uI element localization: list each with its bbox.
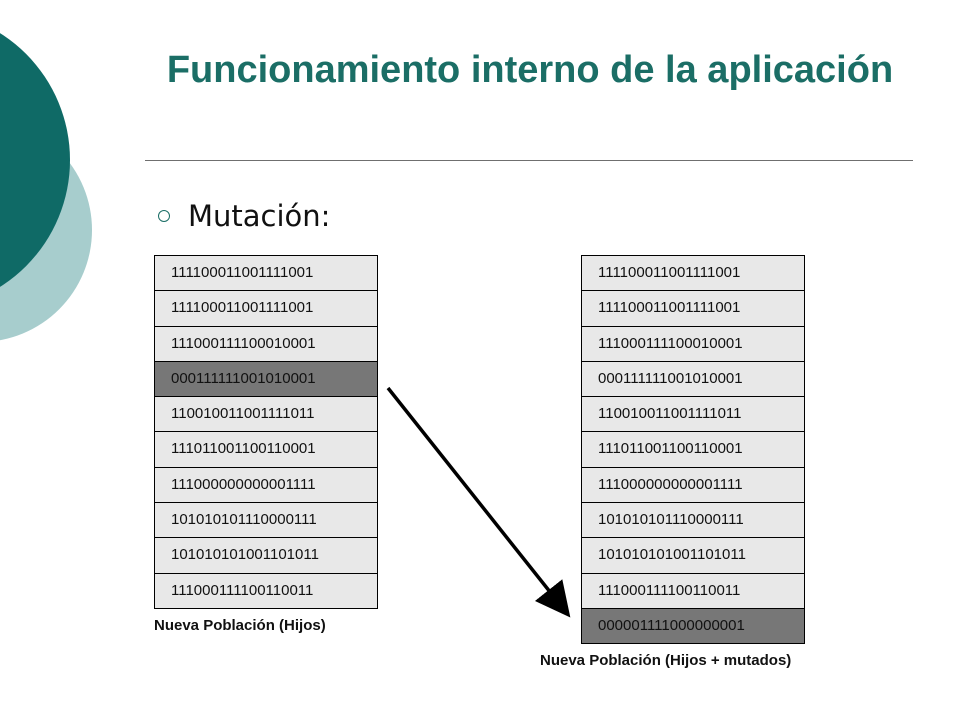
- table-row-highlighted: 000001111000000001: [582, 608, 804, 644]
- deco-circle-dark: [0, 33, 70, 287]
- table-row: 101010101001101011: [155, 538, 377, 573]
- table-row: 111000000000001111: [155, 467, 377, 503]
- table-row: 111100011001111001: [582, 291, 804, 326]
- table-row: 111000000000001111: [582, 467, 804, 503]
- title-divider: [145, 160, 913, 161]
- circle-bullet-icon: [158, 210, 170, 222]
- right-table-caption: Nueva Población (Hijos + mutados): [540, 652, 792, 669]
- table-row: 111000111100110011: [155, 573, 377, 608]
- table-row: 110010011001111011: [155, 397, 377, 432]
- table-row: 111100011001111001: [155, 256, 377, 291]
- left-table-caption: Nueva Población (Hijos): [154, 617, 326, 634]
- table-row: 111000111100010001: [582, 326, 804, 361]
- bullet-item: Mutación:: [158, 196, 330, 236]
- table-row-highlighted: 000111111001010001: [155, 361, 377, 397]
- table-row: 110010011001111011: [582, 397, 804, 432]
- table-row: 111100011001111001: [582, 256, 804, 291]
- table-row: 111000111100110011: [582, 573, 804, 608]
- table-row: 101010101001101011: [582, 538, 804, 573]
- table-row: 101010101110000111: [582, 503, 804, 538]
- table-row: 111000111100010001: [155, 326, 377, 361]
- table-row: 111100011001111001: [155, 291, 377, 326]
- table-row: 111011001100110001: [582, 432, 804, 467]
- table-row: 111011001100110001: [155, 432, 377, 467]
- decorative-circles: [0, 33, 92, 341]
- bullet-text: Mutación:: [188, 199, 331, 233]
- arrow-line: [386, 386, 571, 618]
- slide-title: Funcionamiento interno de la aplicación: [166, 49, 894, 91]
- table-row: 000111111001010001: [582, 361, 804, 397]
- table-row: 101010101110000111: [155, 503, 377, 538]
